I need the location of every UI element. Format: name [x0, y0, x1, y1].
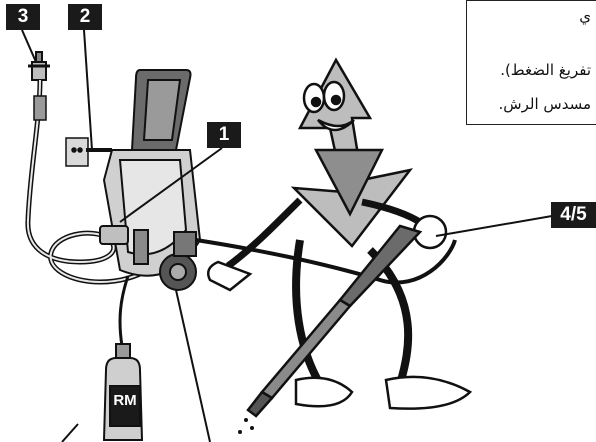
callout-4-5: 4/5 [551, 202, 596, 228]
instruction-line: مسدس الرش. [499, 95, 591, 113]
bottle-label: RM [110, 392, 140, 409]
mascot-character [208, 60, 470, 409]
wall-socket-icon [66, 138, 112, 166]
water-tap-icon [28, 52, 50, 80]
callout-3: 3 [6, 4, 40, 30]
hose-connector-icon [34, 96, 46, 120]
instruction-text-box: ي تفريغ الضغط). مسدس الرش. [466, 0, 596, 125]
callout-1: 1 [207, 122, 241, 148]
pressure-washer-machine [100, 70, 200, 290]
instruction-line: تفريغ الضغط). [500, 61, 591, 79]
water-drops-icon [238, 418, 254, 434]
callout-2: 2 [68, 4, 102, 30]
instruction-line: ي [579, 7, 591, 25]
detergent-tube [120, 276, 128, 346]
